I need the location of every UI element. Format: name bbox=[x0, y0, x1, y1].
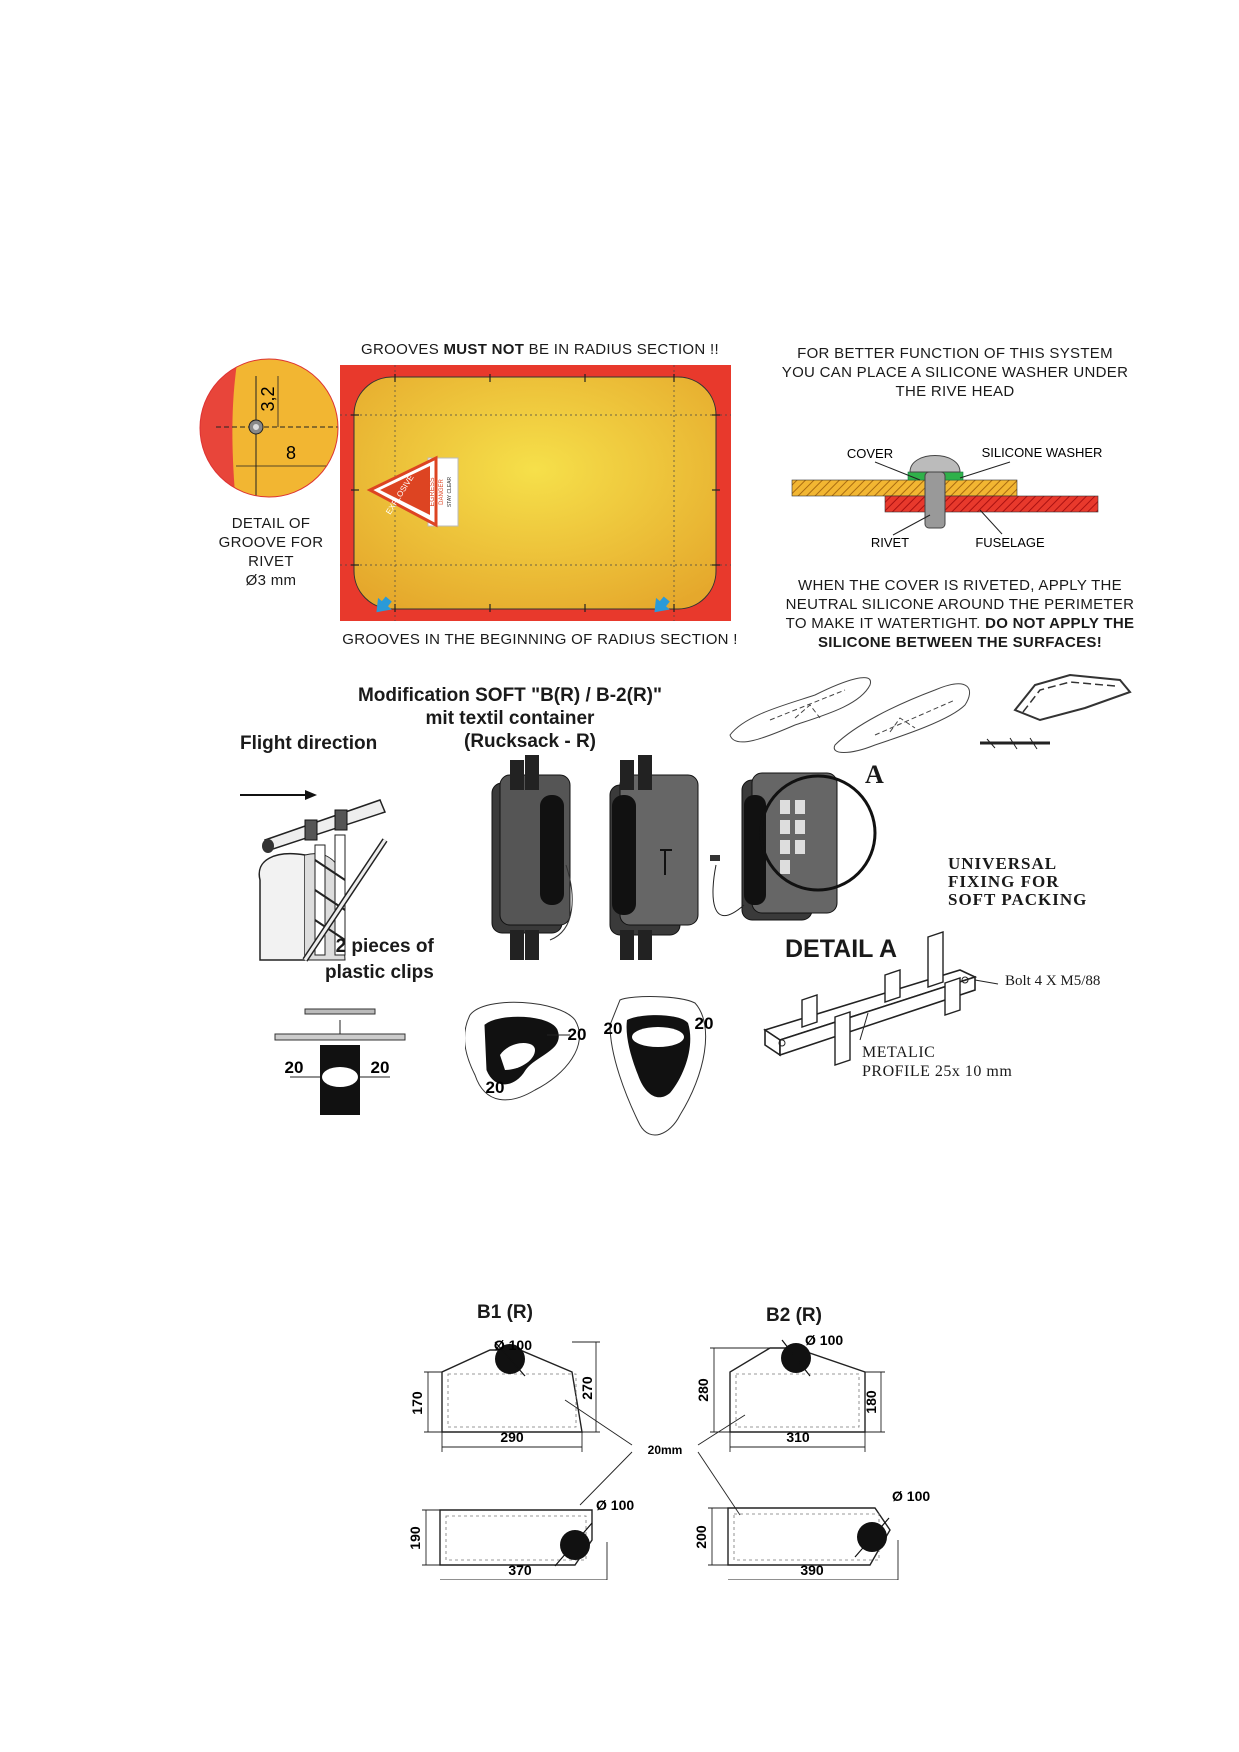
metal-profile bbox=[760, 925, 1000, 1080]
groove-dim-a: 3,2 bbox=[258, 386, 278, 411]
b1-top-height-left: 170 bbox=[409, 1391, 425, 1415]
rivet-drawing: COVER SILICONE WASHER RIVET FUSELAGE bbox=[791, 445, 1103, 550]
flight-direction: Flight direction bbox=[240, 733, 378, 754]
outline-sketch-drawing bbox=[729, 673, 1132, 753]
b2-bottom-width: 390 bbox=[800, 1562, 824, 1578]
cover-drawing: EGRESS DANGER STAY CLEAR EXPLOSIVE bbox=[340, 365, 731, 621]
soft-packs-drawing bbox=[491, 755, 877, 960]
profile-label: METALIC PROFILE 25x 10 mm bbox=[862, 1044, 1013, 1080]
pack-2 bbox=[609, 755, 699, 960]
cross-section-2-drawing: 20 20 bbox=[464, 1001, 587, 1101]
svg-text:20: 20 bbox=[568, 1025, 587, 1044]
b1-top-height-right: 270 bbox=[579, 1376, 595, 1400]
pack-1 bbox=[491, 755, 573, 960]
b2-bottom-height: 200 bbox=[693, 1525, 709, 1549]
rivet-note: FOR BETTER FUNCTION OF THIS SYSTEM YOU C… bbox=[781, 345, 1129, 400]
cross-section-2: 20 20 bbox=[464, 995, 595, 1130]
warning-sticker: EGRESS DANGER STAY CLEAR EXPLOSIVE bbox=[366, 455, 459, 528]
svg-text:DANGER: DANGER bbox=[439, 478, 445, 504]
pack-3 bbox=[710, 772, 877, 921]
gap-label: 20mm bbox=[648, 1443, 683, 1457]
b1-title: B1 (R) bbox=[477, 1302, 533, 1323]
metal-profile-drawing bbox=[763, 931, 999, 1066]
soft-title: Modification SOFT "B(R) / B-2(R)" mit te… bbox=[357, 685, 663, 752]
groove-arrow-icon bbox=[654, 596, 670, 613]
svg-text:STAY CLEAR: STAY CLEAR bbox=[447, 476, 453, 507]
detail-marker-a: A bbox=[865, 760, 884, 789]
b2-top-dia: Ø 100 bbox=[805, 1332, 843, 1348]
b1-top-dia: Ø 100 bbox=[494, 1337, 532, 1353]
groove-detail: 3,2 8 bbox=[196, 356, 346, 506]
b1-top-width: 290 bbox=[500, 1429, 524, 1445]
groove-arrow-icon bbox=[376, 596, 392, 613]
dimension-drawing-svg: Ø 100 Ø 100 Ø 100 Ø 100 170 270 290 280 … bbox=[407, 1332, 930, 1581]
arrow-right-icon bbox=[305, 790, 317, 800]
cross-section-1: 20 20 bbox=[270, 1005, 410, 1115]
svg-text:EGRESS: EGRESS bbox=[429, 477, 436, 507]
soft-packs bbox=[480, 755, 880, 975]
mount-sketch-drawing bbox=[240, 790, 388, 962]
svg-text:20: 20 bbox=[604, 1019, 623, 1038]
cross-section-1-drawing: 20 20 bbox=[274, 1008, 406, 1115]
pack-outline-sketches bbox=[725, 660, 1145, 760]
label-cover: COVER bbox=[847, 446, 893, 461]
b1-bottom-width: 370 bbox=[508, 1562, 532, 1578]
cover-title: GROOVES MUST NOT BE IN RADIUS SECTION !! bbox=[361, 341, 719, 358]
b2-top-height-right: 180 bbox=[863, 1390, 879, 1414]
cross-section-3: 20 20 bbox=[600, 995, 720, 1145]
rivet-diagram: COVER SILICONE WASHER RIVET FUSELAGE bbox=[780, 420, 1120, 555]
svg-text:20: 20 bbox=[285, 1058, 304, 1077]
svg-text:20: 20 bbox=[695, 1014, 714, 1033]
cover-panel: EGRESS DANGER STAY CLEAR EXPLOSIVE bbox=[340, 365, 731, 621]
pipe-circle-icon bbox=[560, 1530, 590, 1560]
b2-bottom-dia: Ø 100 bbox=[892, 1488, 930, 1504]
groove-detail-drawing: 3,2 8 bbox=[199, 358, 339, 498]
groove-caption: DETAIL OF GROOVE FOR RIVET Ø3 mm bbox=[218, 515, 324, 589]
b2-title: B2 (R) bbox=[766, 1305, 822, 1326]
label-washer: SILICONE WASHER bbox=[982, 445, 1103, 460]
groove-dim-b: 8 bbox=[286, 443, 296, 463]
silicone-warning: WHEN THE COVER IS RIVETED, APPLY THE NEU… bbox=[785, 577, 1135, 651]
universal-label: UNIVERSAL FIXING FOR SOFT PACKING bbox=[948, 854, 1088, 909]
label-fuselage: FUSELAGE bbox=[975, 535, 1045, 550]
label-rivet: RIVET bbox=[871, 535, 909, 550]
cross-section-3-drawing: 20 20 bbox=[604, 996, 714, 1136]
bolt-label: Bolt 4 X M5/88 bbox=[1005, 973, 1101, 989]
dimension-drawing: Ø 100 Ø 100 Ø 100 Ø 100 170 270 290 280 … bbox=[400, 1330, 940, 1581]
b1-bottom-height: 190 bbox=[407, 1526, 423, 1550]
svg-text:20: 20 bbox=[371, 1058, 390, 1077]
clips-label: 2 pieces of plastic clips bbox=[325, 936, 434, 983]
b2-top-width: 310 bbox=[786, 1429, 810, 1445]
detail-a-title: DETAIL A bbox=[785, 935, 898, 963]
cover-bottom-caption: GROOVES IN THE BEGINNING OF RADIUS SECTI… bbox=[342, 631, 738, 648]
svg-text:20: 20 bbox=[486, 1078, 505, 1097]
b1-bottom-dia: Ø 100 bbox=[596, 1497, 634, 1513]
mount-sketch bbox=[235, 770, 405, 970]
b2-top-height-left: 280 bbox=[695, 1378, 711, 1402]
